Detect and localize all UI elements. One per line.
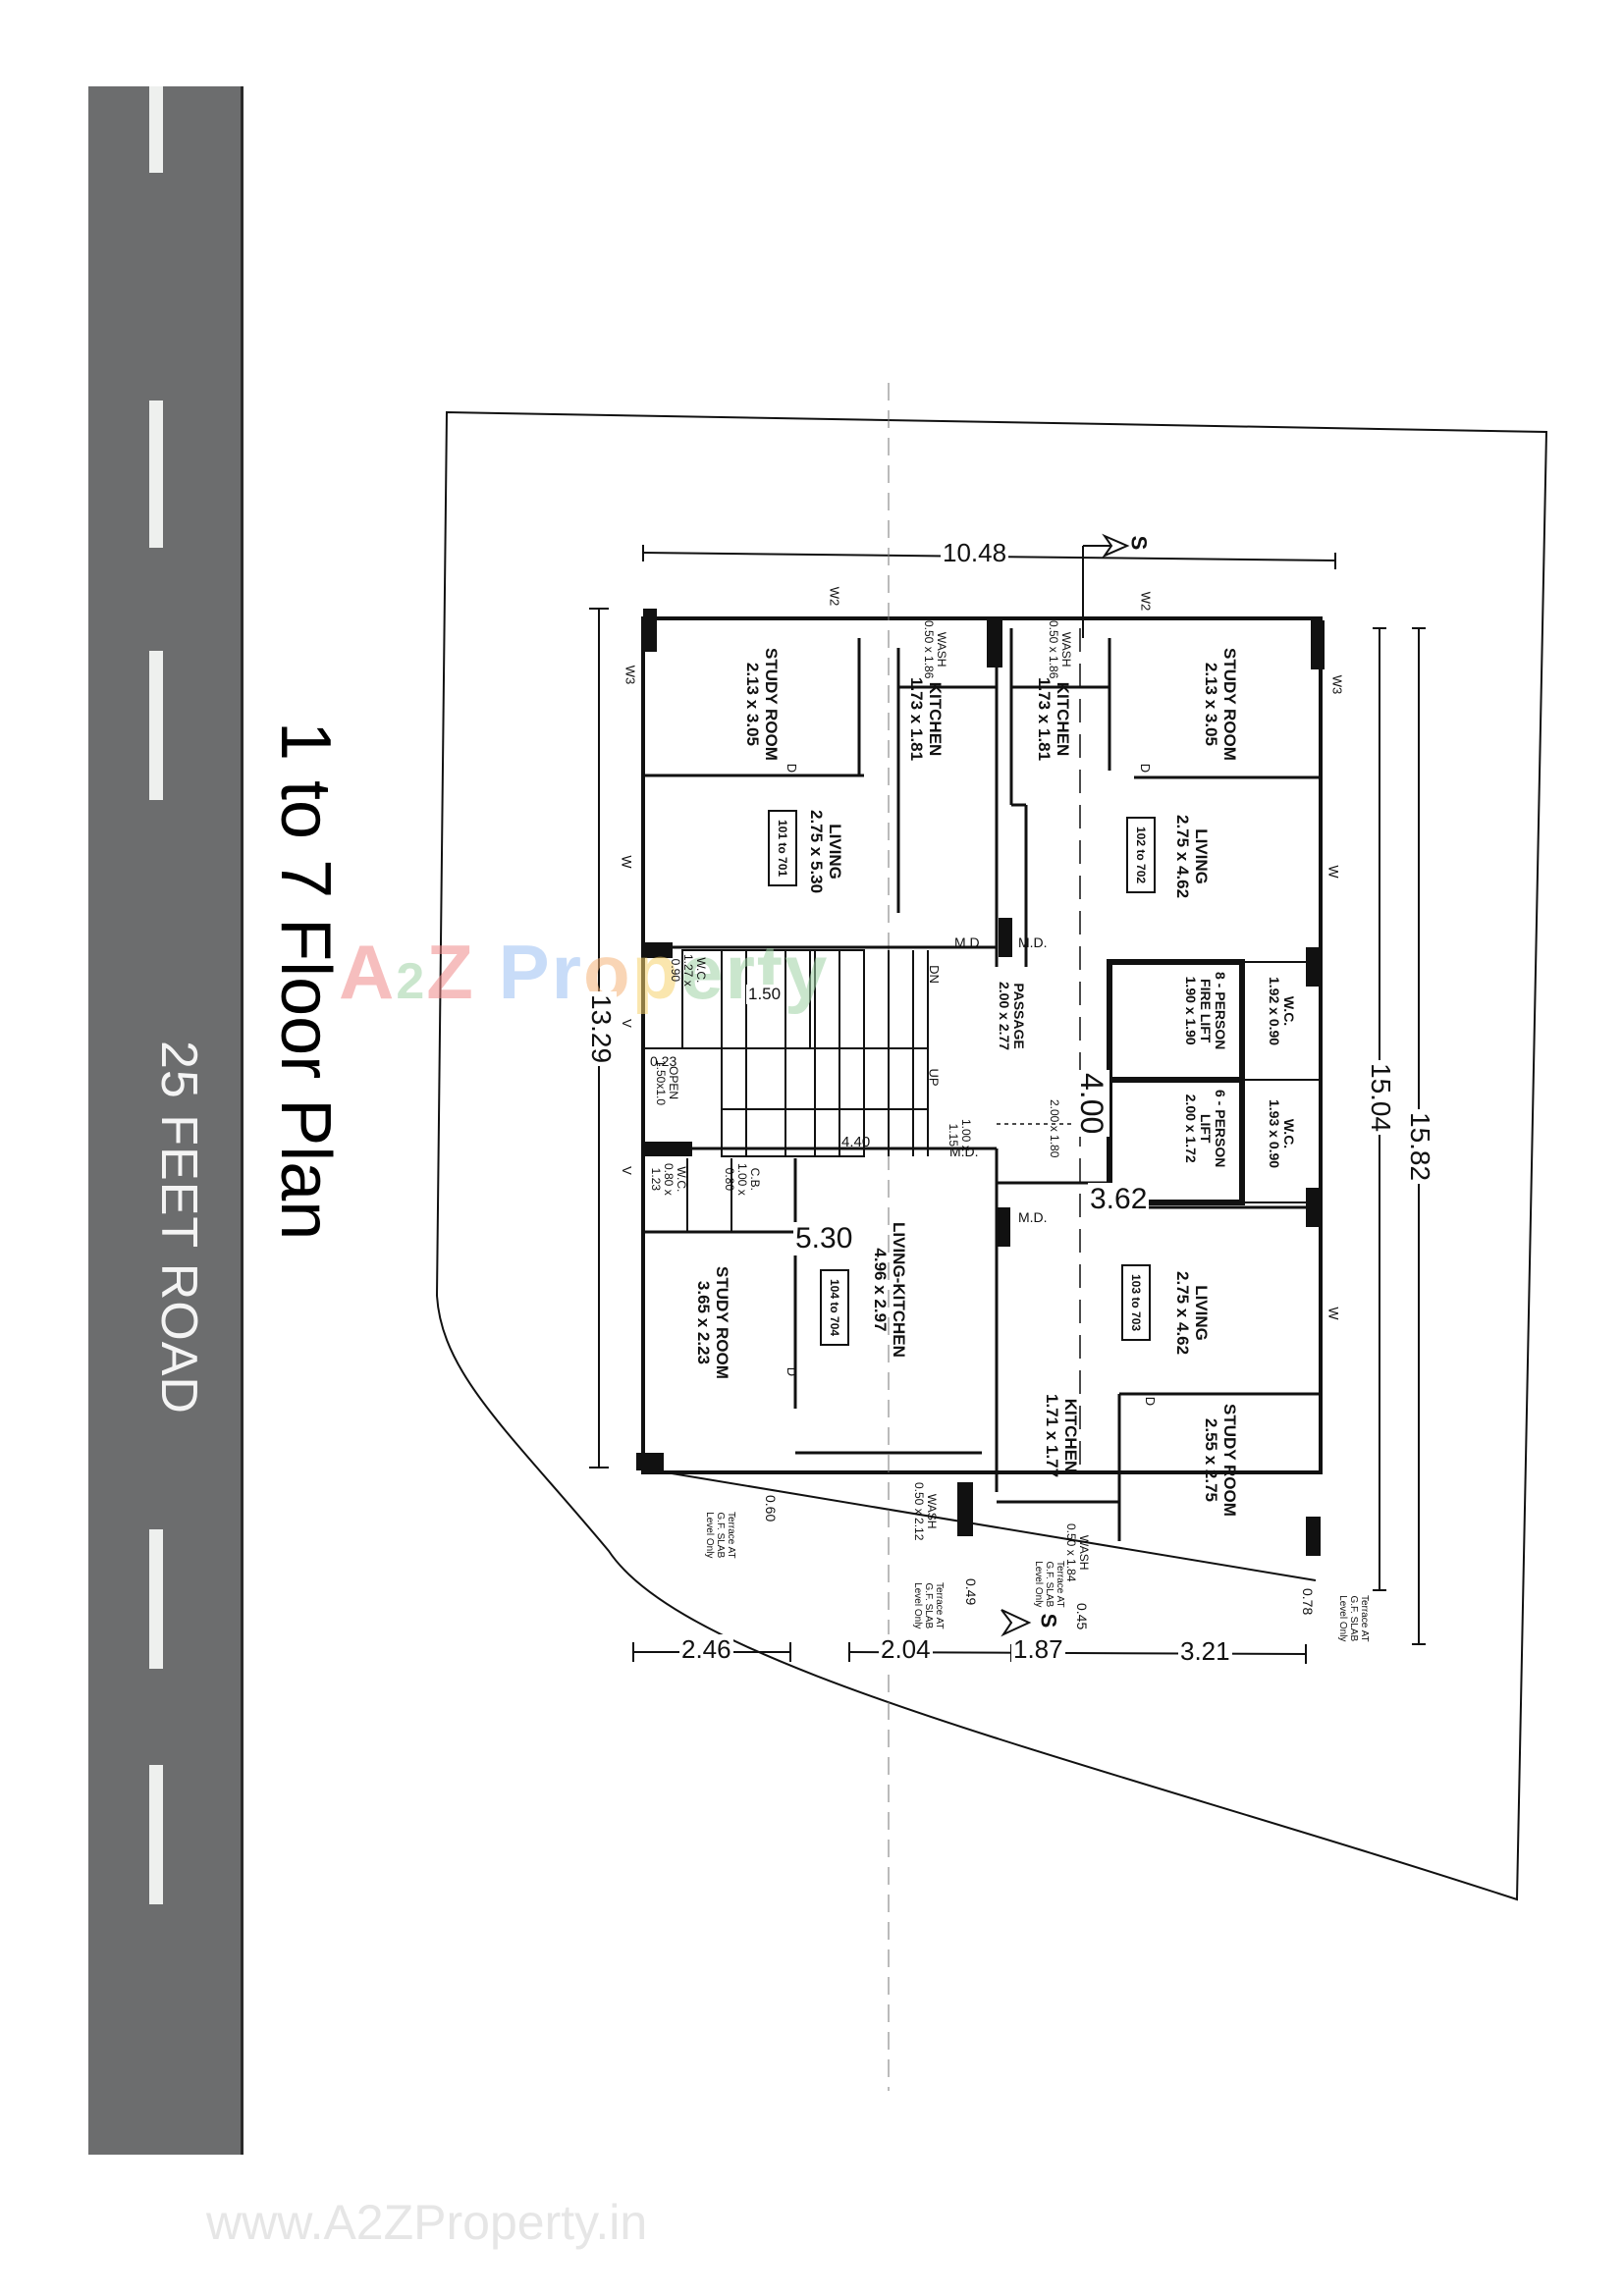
mark-w3-2: W3 [1329,674,1345,695]
dimension-stair-width: 5.30 [793,1222,855,1255]
mark-md-1: M.D. [954,934,984,950]
road-dash [149,400,163,548]
mark-md-2: M.D. [1018,934,1048,950]
dimension-bottom-1: 2.46 [679,1634,733,1665]
plot-boundary [435,410,1548,1901]
mark-w3-1: W3 [622,665,638,685]
mark-v-1: V [619,1019,634,1028]
road-dash [149,1765,163,1904]
mark-w-right-2: W [1325,1307,1342,1320]
dimension-bottom-4: 3.21 [1178,1636,1232,1667]
dimension-bottom-3: 1.87 [1011,1634,1065,1665]
dimension-bottom-2: 2.04 [879,1634,933,1665]
mark-w2-2: W2 [1138,591,1154,612]
mark-up: UP [926,1068,942,1087]
dimension-landing: 4.40 [841,1134,871,1150]
mark-w-right-1: W [1325,865,1342,879]
mark-d-1: D [784,763,800,774]
section-mark-top: S [1126,535,1152,551]
road-dash [149,1529,163,1669]
dimension-lift-lobby: 3.62 [1088,1183,1150,1216]
mark-dn: DN [926,965,942,984]
watermark-logo: A2Z Property [339,929,830,1015]
footer-website-url[interactable]: www.A2ZProperty.in [206,2195,648,2250]
road-strip [88,86,243,2155]
mark-md-4: M.D. [1018,1209,1048,1225]
dimension-stair-inner: 1.50 [746,985,784,1004]
mark-w-left: W [619,855,635,869]
mark-w2-1: W2 [827,586,842,607]
mark-md-3: M.D. [949,1144,979,1159]
dimension-top-width: 10.48 [941,538,1009,568]
road-dash [149,86,163,173]
section-mark-bottom: S [1036,1613,1061,1629]
mark-d-4: D [1143,1396,1159,1407]
road-dash [149,651,163,800]
dimension-open-gap: 0.23 [648,1053,679,1069]
mark-d-3: D [784,1366,800,1377]
mark-v-2: V [619,1166,634,1175]
mark-d-2: D [1138,763,1154,774]
